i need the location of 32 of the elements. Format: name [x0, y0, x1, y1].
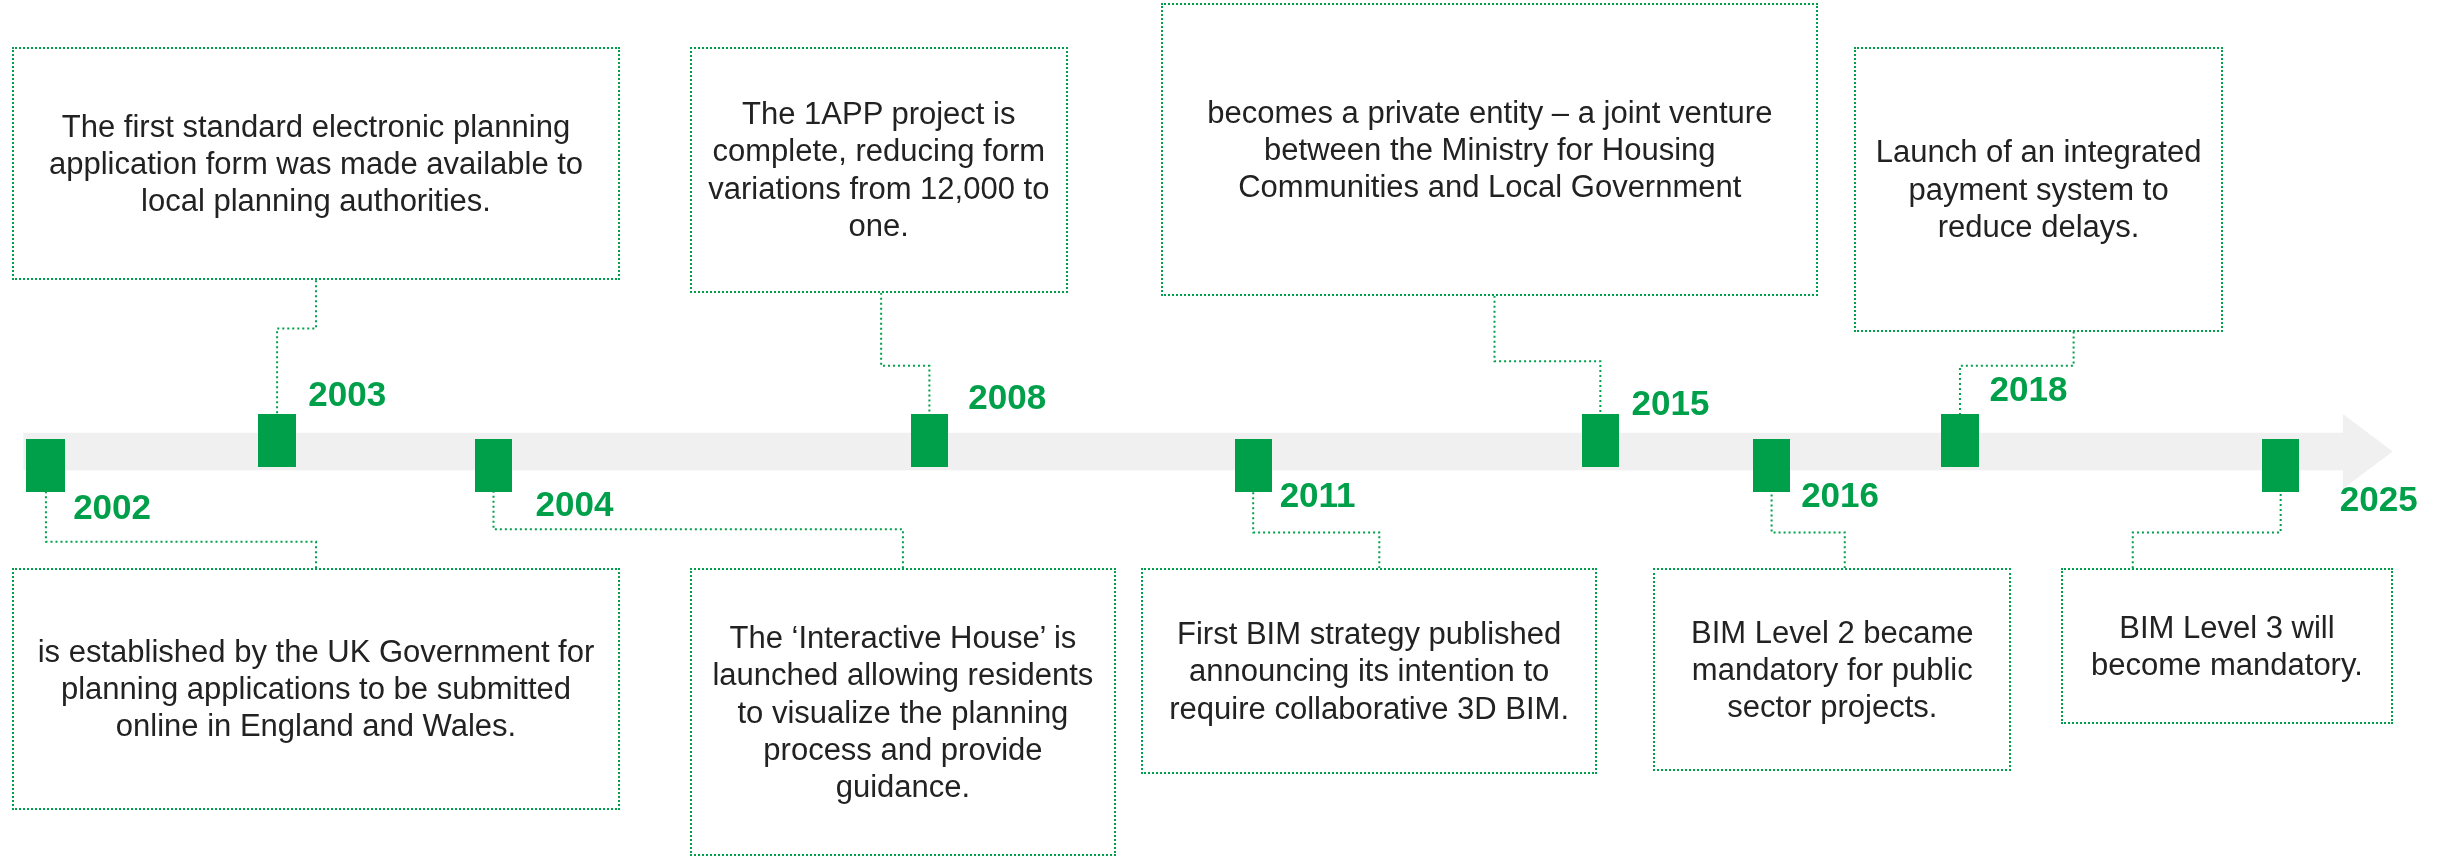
event-box: becomes a private entity – a joint venture between the Ministry for Housing Communities and Local Government	[1161, 3, 1819, 296]
timeline-marker	[910, 414, 949, 467]
year-label: 2025	[2339, 479, 2418, 520]
event-box: The ‘Interactive House’ is launched allowing residents to visualize the planning process and provide guidance.	[689, 568, 1117, 857]
event-box: Launch of an integrated payment system to reduce delays.	[1854, 46, 2224, 332]
year-label: 2016	[1801, 474, 1880, 515]
event-box: is established by the UK Government for planning applications to be submitted online in England and Wales.	[12, 568, 620, 810]
leader-line	[44, 490, 317, 570]
event-box: BIM Level 2 became mandatory for public sector projects.	[1653, 568, 2012, 771]
event-box: The first standard electronic planning application form was made available to local planning authorities.	[12, 46, 620, 281]
timeline-marker	[1234, 439, 1272, 492]
timeline-marker	[1752, 439, 1791, 492]
leader-line	[1252, 490, 1381, 570]
year-label: 2004	[535, 484, 614, 525]
year-label: 2015	[1631, 382, 1710, 423]
year-label: 2008	[968, 376, 1047, 417]
leader-line	[276, 279, 317, 416]
year-label: 2003	[308, 373, 387, 414]
event-box: BIM Level 3 will become mandatory.	[2061, 568, 2393, 724]
year-label: 2018	[1989, 368, 2068, 409]
timeline-marker	[258, 414, 296, 467]
timeline-marker	[2261, 439, 2300, 492]
leader-line	[492, 490, 904, 570]
year-label: 2002	[73, 487, 152, 528]
timeline-marker	[1941, 414, 1979, 467]
year-label: 2011	[1279, 474, 1356, 515]
timeline-marker	[474, 439, 513, 492]
timeline-marker	[26, 439, 66, 492]
leader-line	[1958, 330, 2075, 416]
event-box: First BIM strategy published announcing its intention to require collaborative 3D BIM.	[1141, 568, 1598, 774]
event-box: The 1APP project is complete, reducing form variations from 12,000 to one.	[689, 46, 1068, 293]
timeline-marker	[1581, 414, 1619, 467]
